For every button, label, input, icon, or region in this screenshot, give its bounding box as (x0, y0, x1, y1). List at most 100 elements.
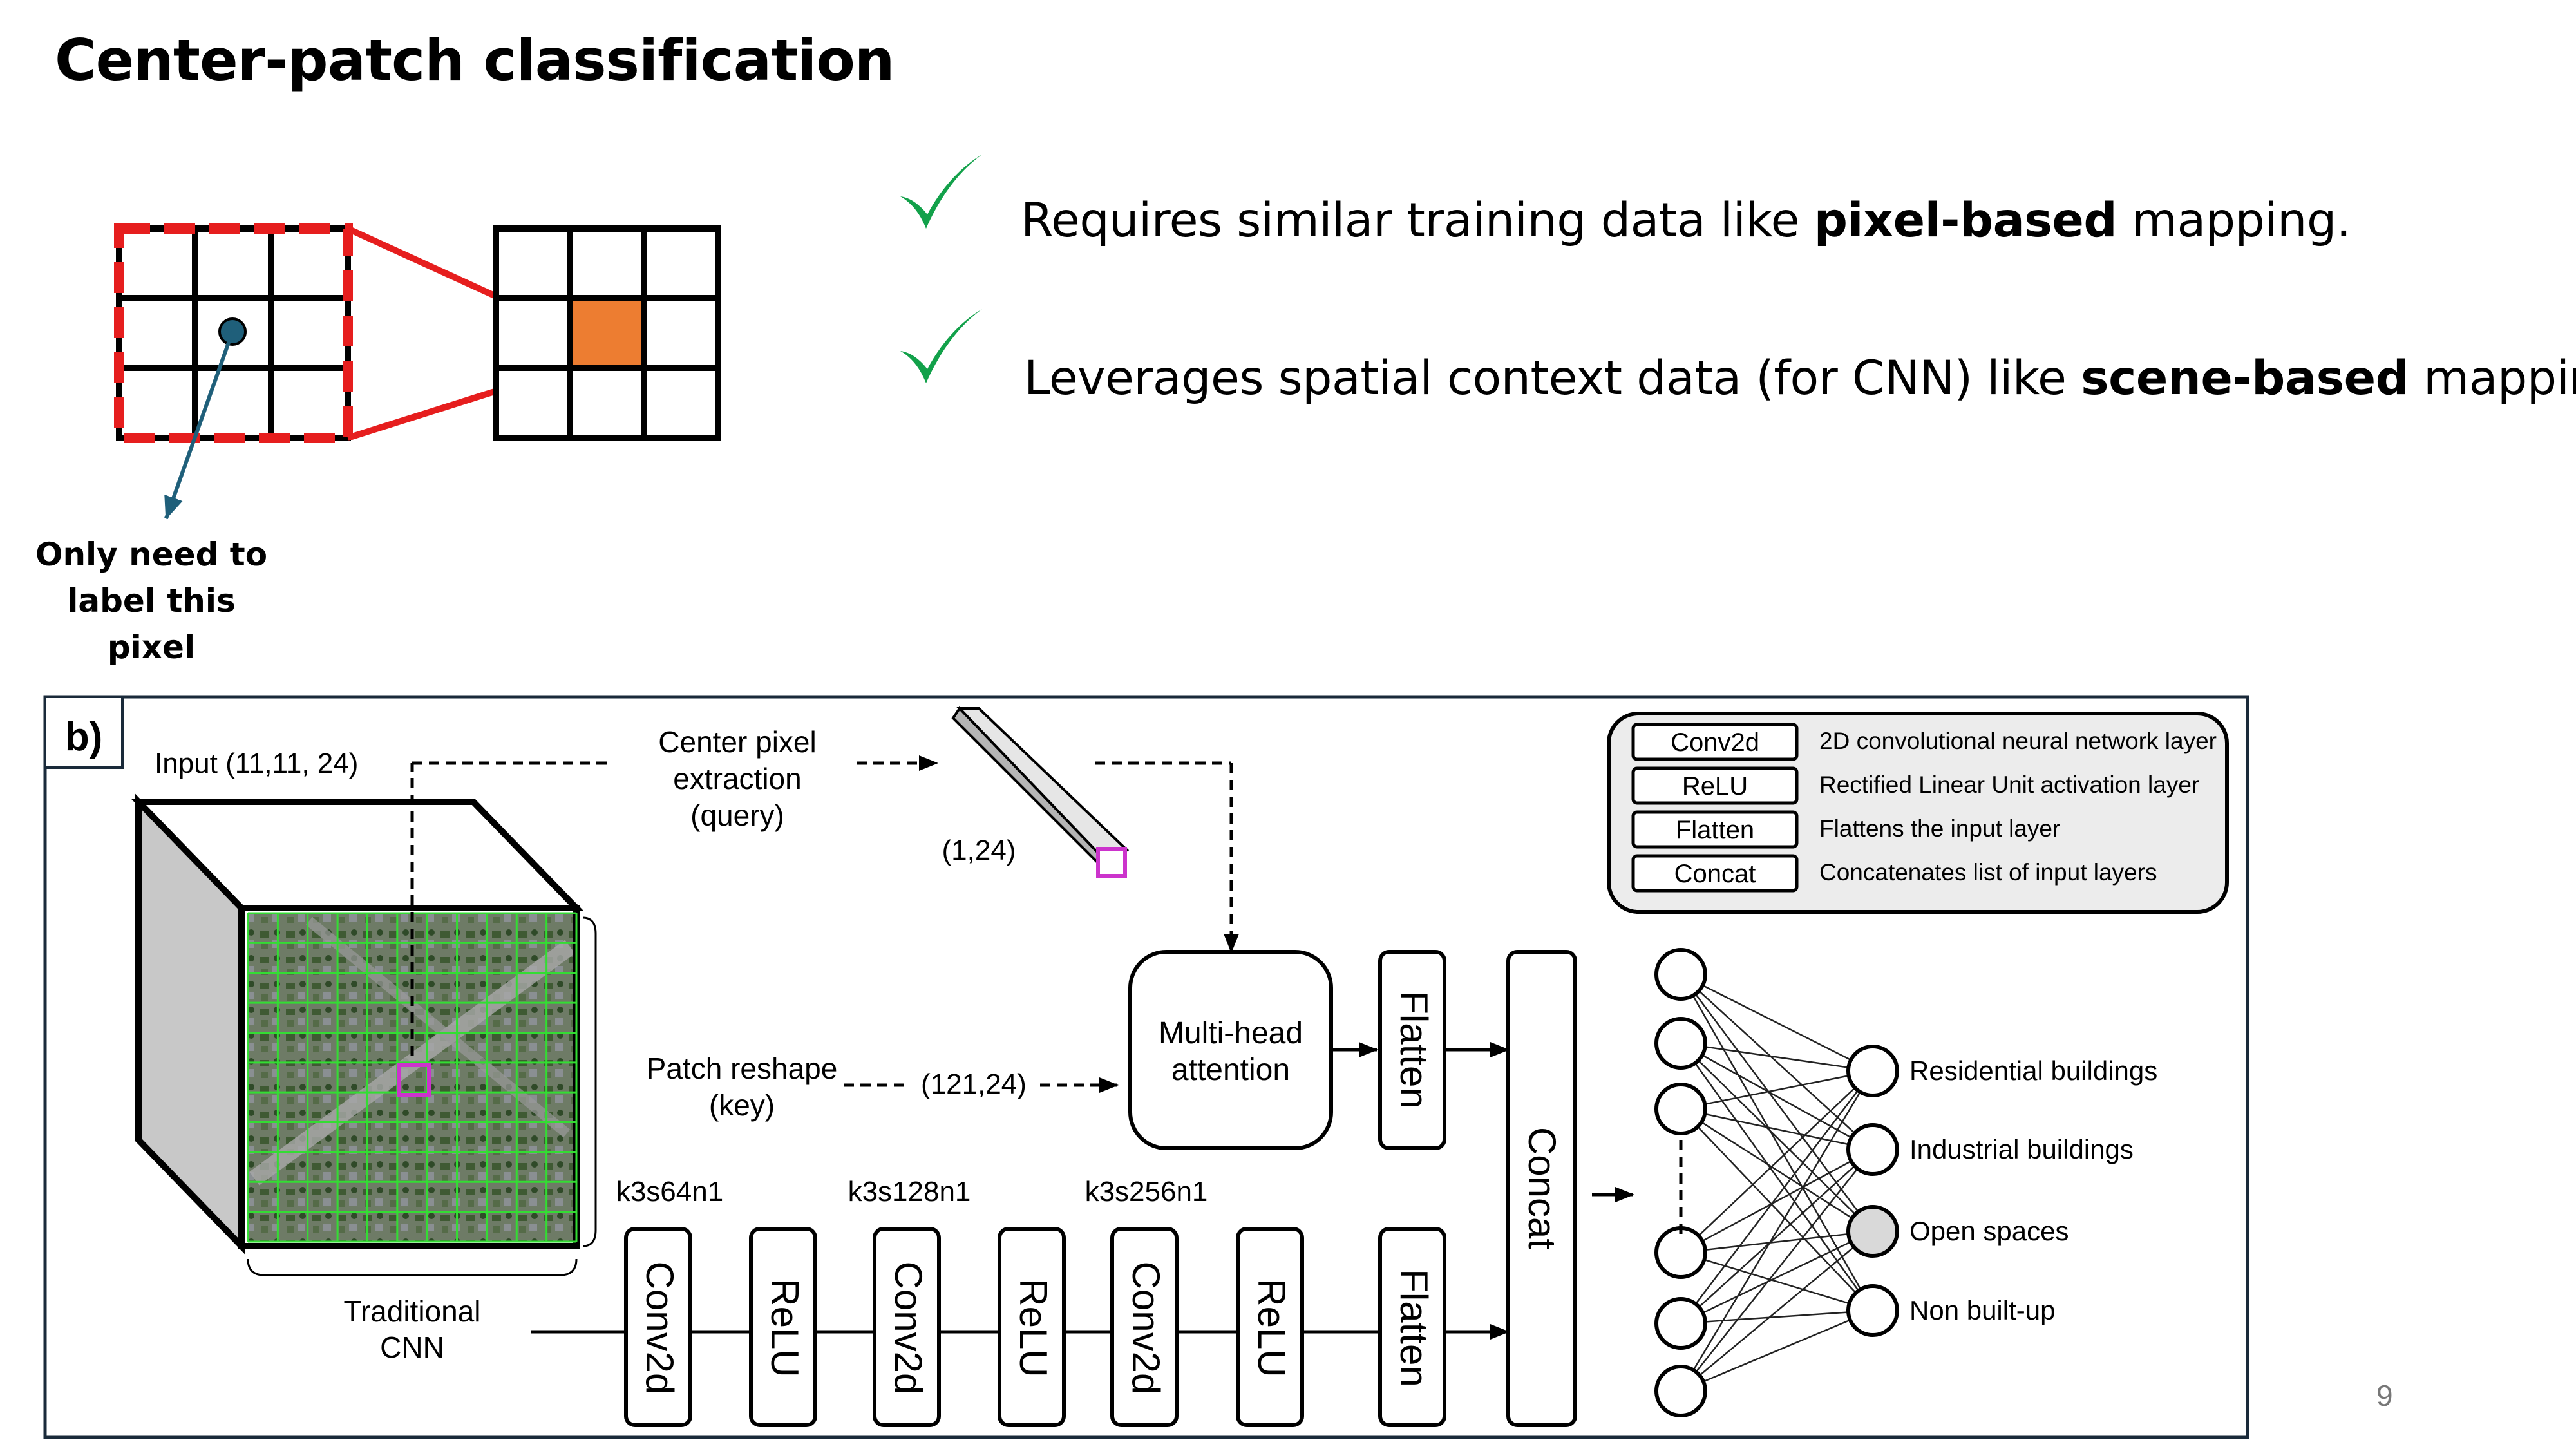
cnn-layer-label: Conv2d (1124, 1262, 1168, 1395)
checkmark-icon (900, 155, 982, 229)
cnn-layer-label: Conv2d (638, 1262, 681, 1395)
legend-name: Conv2d (1671, 728, 1759, 757)
legend-items: Conv2d 2D convolutional neural network la… (1631, 723, 2217, 893)
legend-swatch (1631, 723, 1799, 761)
grid-illustration (114, 223, 721, 520)
cnn-layer-label: Conv2d (887, 1262, 930, 1395)
nn-output-node (1846, 1284, 1899, 1337)
output-label: Industrial buildings (1909, 1134, 2134, 1164)
legend-swatch (1631, 854, 1799, 893)
input-cube (131, 793, 584, 1255)
svg-text:attention: attention (1171, 1053, 1290, 1087)
nn-edge (1680, 1309, 1873, 1392)
legend-desc: 2D convolutional neural network layer (1819, 728, 2217, 754)
nn-edge (1680, 1149, 1873, 1392)
svg-text:extraction: extraction (673, 762, 801, 795)
query-shape-label: (1,24) (942, 835, 1016, 866)
center-pixel-label: Center pixel extraction (query) (658, 725, 816, 832)
nn-edge (1680, 1309, 1873, 1325)
legend-swatch (1631, 766, 1799, 805)
kernel-labels: k3s64n1 k3s128n1 k3s256n1 (616, 1176, 1208, 1208)
svg-text:Patch reshape: Patch reshape (647, 1052, 838, 1085)
concat-block (1506, 950, 1577, 1427)
nn-edge (1680, 1230, 1873, 1325)
panel-label: b) (65, 715, 103, 759)
legend-swatch (1631, 810, 1799, 849)
kernel-label: k3s128n1 (848, 1176, 971, 1208)
kernel-label: k3s64n1 (616, 1176, 723, 1208)
checkmark-icon (900, 309, 982, 383)
nn-edge (1680, 1070, 1874, 1392)
cnn-layer-block (1110, 1227, 1179, 1427)
query-vector (951, 706, 1130, 878)
legend-name: ReLU (1682, 772, 1748, 800)
nn-input-node (1654, 1017, 1707, 1070)
label-pixel-callout: Only need to label this pixel (35, 536, 268, 666)
slide-title: Center-patch classification (55, 27, 895, 93)
legend-desc: Flattens the input layer (1819, 815, 2060, 842)
nn-edges (1680, 973, 1874, 1392)
input-label: Input (11,11, 24) (155, 748, 358, 779)
nn-edge (1680, 1042, 1873, 1151)
nn-edge (1680, 1070, 1873, 1253)
nn-edge (1680, 974, 1873, 1150)
svg-text:(key): (key) (709, 1088, 775, 1122)
patch-reshape-label: Patch reshape (key) (647, 1052, 838, 1122)
page-number: 9 (2376, 1379, 2393, 1412)
nn-edge (1680, 1230, 1873, 1254)
svg-text:(query): (query) (690, 799, 784, 832)
nn-edge (1680, 1149, 1873, 1324)
nn-edge (1680, 1043, 1873, 1232)
cnn-layer-block (1236, 1227, 1304, 1427)
svg-text:Multi-head: Multi-head (1159, 1016, 1303, 1050)
patch-grid (247, 912, 578, 1243)
kernel-label: k3s256n1 (1085, 1176, 1208, 1208)
svg-text:Center pixel: Center pixel (658, 725, 816, 759)
nn-input-node (1654, 1365, 1707, 1417)
cnn-layer-block (873, 1227, 941, 1427)
cnn-layer-block (998, 1227, 1066, 1427)
output-label: Non built-up (1909, 1295, 2055, 1325)
traditional-cnn-label: Traditional CNN (343, 1294, 480, 1364)
bullet-pixel-based: Requires similar training data like pixe… (1021, 193, 2351, 248)
legend-desc: Concatenates list of input layers (1819, 859, 2157, 886)
nn-input-node (1654, 1083, 1707, 1135)
nn-edge (1680, 1251, 1873, 1312)
nn-nodes (1654, 948, 1899, 1417)
output-label: Open spaces (1909, 1216, 2069, 1246)
bullet-scene-based: Leverages spatial context data (for CNN)… (1024, 351, 2576, 406)
flatten-label: Flatten (1392, 990, 1435, 1108)
cnn-layer-block (624, 1227, 692, 1427)
nn-edge (1680, 1070, 1873, 1110)
cnn-layer-label: ReLU (1012, 1278, 1055, 1377)
nn-edge (1680, 1043, 1874, 1311)
nn-edge (1680, 1108, 1873, 1311)
nn-edge (1680, 1108, 1873, 1151)
nn-edge (1680, 1231, 1873, 1392)
svg-text:CNN: CNN (380, 1331, 444, 1364)
flatten-block (1378, 1227, 1446, 1427)
nn-edge (1680, 1070, 1873, 1324)
nn-edge (1680, 1148, 1873, 1254)
nn-output-node (1846, 1045, 1899, 1097)
nn-edge (1680, 974, 1874, 1311)
cnn-layer-label: ReLU (1250, 1278, 1293, 1377)
output-label: Residential buildings (1909, 1056, 2157, 1086)
flatten-label: Flatten (1392, 1269, 1435, 1387)
nn-output-node (1846, 1123, 1899, 1176)
legend-name: Flatten (1676, 816, 1754, 844)
nn-input-node (1654, 948, 1707, 1001)
legend-desc: Rectified Linear Unit activation layer (1819, 772, 2199, 798)
nn-output-node (1846, 1205, 1899, 1258)
svg-text:Traditional: Traditional (343, 1294, 480, 1328)
nn-input-node (1654, 1226, 1707, 1279)
nn-edge (1680, 973, 1873, 1072)
concat-label: Concat (1520, 1127, 1564, 1249)
nn-edge (1680, 1042, 1873, 1072)
cnn-layer-block (749, 1227, 817, 1427)
key-shape-label: (121,24) (921, 1068, 1027, 1100)
legend-name: Concat (1674, 860, 1756, 888)
